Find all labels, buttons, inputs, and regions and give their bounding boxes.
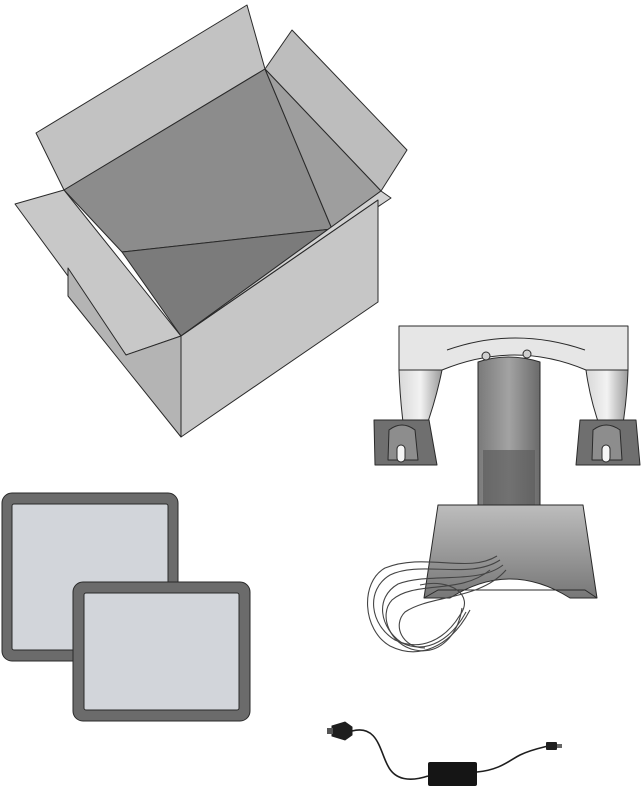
power-adapter-plug [331,721,353,741]
dual-monitor-stand-icon [367,325,641,653]
stand-left-bracket-cup [387,424,419,461]
power-adapter-icon [327,721,562,786]
open-cardboard-box-icon [14,4,408,438]
stand-base [423,504,598,599]
display-panel-front [72,581,251,722]
stand-coiled-cable [367,555,507,653]
stand-post-shade [483,450,535,505]
stand-right-bracket-cup [591,424,623,461]
power-adapter-plug-tip [327,728,333,734]
power-adapter-dc-plug [546,742,557,750]
stand-right-slot [601,444,611,463]
power-adapter-ac-cable [351,729,429,780]
stand-base-front [423,589,598,599]
stand-screw-right [522,349,532,359]
power-adapter-dc-tip [557,744,562,748]
stand-left-slot [396,444,406,463]
stand-crossbar-arc [446,337,586,351]
display-panel-icon [1,492,251,722]
power-adapter-dc-cable [476,745,549,773]
power-adapter-brick [428,762,477,786]
box-front-seam [180,199,379,337]
stand-screw-left [481,351,491,361]
